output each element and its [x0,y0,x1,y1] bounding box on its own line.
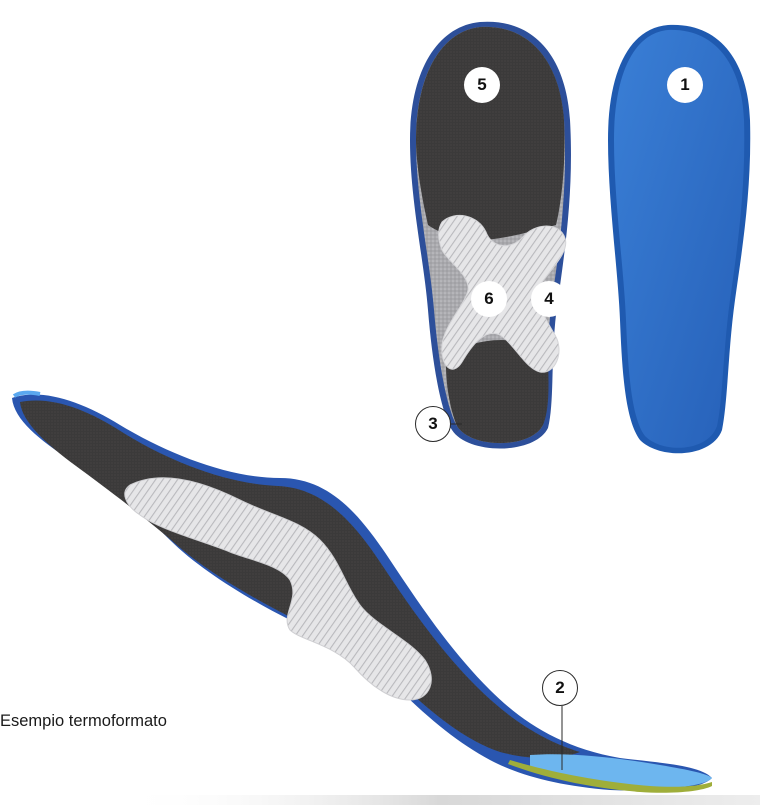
marker-1-label: 1 [680,75,689,95]
marker-5: 5 [464,67,500,103]
marker-5-label: 5 [477,75,486,95]
marker-3-label: 3 [428,414,437,434]
marker-6: 6 [471,281,507,317]
marker-2-label: 2 [555,678,564,698]
marker-6-label: 6 [484,289,493,309]
marker-2: 2 [542,670,578,706]
caption-thermoformed-example: Esempio termoformato [0,712,167,731]
marker-4: 4 [531,281,567,317]
marker-1: 1 [667,67,703,103]
marker-3: 3 [415,406,451,442]
marker-4-label: 4 [544,289,553,309]
insole-thermoformed [12,393,760,805]
